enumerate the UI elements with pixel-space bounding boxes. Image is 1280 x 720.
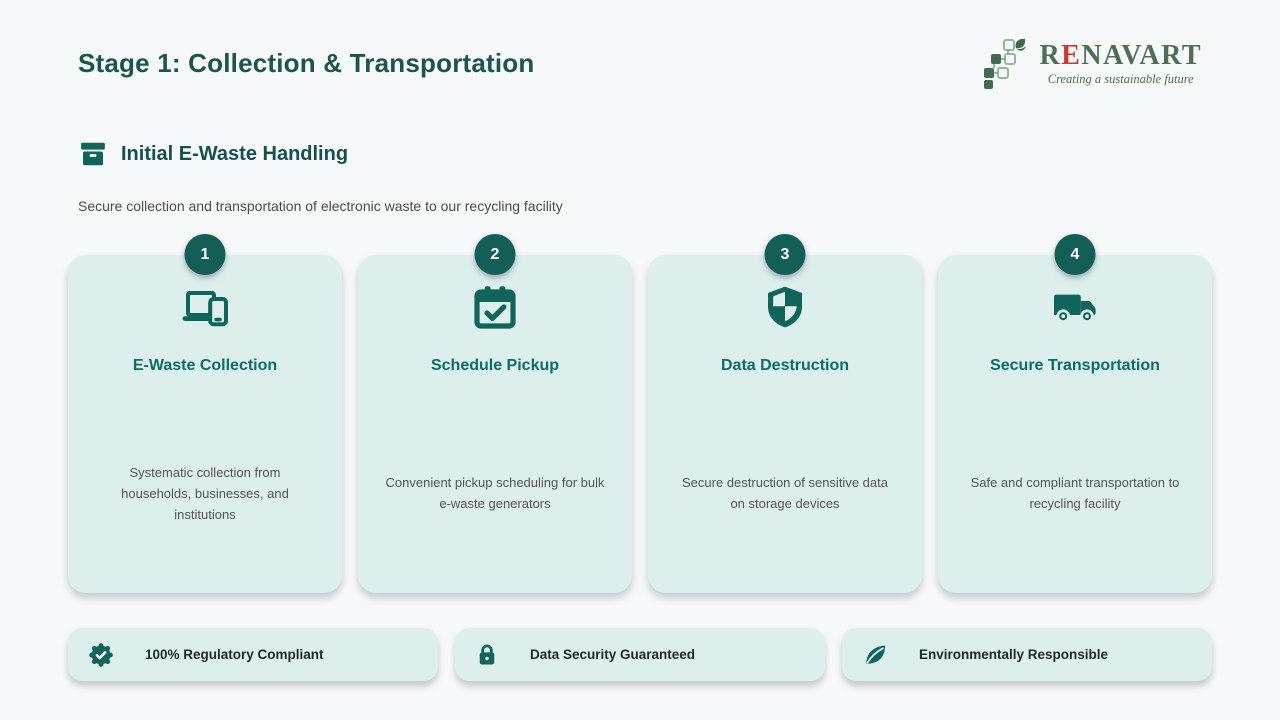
lock-icon	[474, 641, 500, 669]
calendar-check-icon	[358, 283, 632, 331]
step-description: Systematic collection from households, b…	[121, 464, 289, 522]
step-number-badge: 1	[184, 234, 226, 275]
shield-icon	[648, 283, 922, 331]
step-number-badge: 4	[1054, 234, 1096, 275]
step-title: Data Destruction	[720, 357, 850, 374]
section-subtitle: Secure collection and transportation of …	[78, 198, 563, 214]
leaf-icon	[861, 641, 889, 669]
step-title: Secure Transportation	[990, 357, 1160, 374]
truck-icon	[938, 283, 1212, 331]
badge-label: Environmentally Responsible	[919, 647, 1109, 662]
badge-label: 100% Regulatory Compliant	[145, 647, 324, 662]
page-title: Stage 1: Collection & Transportation	[78, 48, 535, 78]
badge-regulatory-compliant: 100% Regulatory Compliant	[68, 628, 438, 681]
badge-environmentally-responsible: Environmentally Responsible	[842, 628, 1212, 681]
step-card-secure-transportation: 4 Secure Transportation Safe and complia…	[938, 234, 1212, 593]
step-title: Schedule Pickup	[430, 357, 560, 374]
brand-logo: RENAVART Creating a sustainable future	[983, 38, 1203, 90]
devices-icon	[68, 283, 342, 331]
step-description: Secure destruction of sensitive data on …	[682, 475, 888, 511]
compliance-badges-row: 100% Regulatory Compliant Data Security …	[68, 628, 1212, 681]
step-card-ewaste-collection: 1 E-Waste Collection Systematic collecti…	[68, 234, 342, 593]
logo-mark-icon	[983, 38, 1031, 90]
section-header: Initial E-Waste Handling	[78, 139, 1212, 169]
step-number-badge: 2	[474, 234, 516, 275]
brand-wordmark: RENAVART	[1039, 39, 1202, 71]
seal-check-icon	[87, 641, 115, 669]
step-card-data-destruction: 3 Data Destruction Secure destruction of…	[648, 234, 922, 593]
brand-tagline: Creating a sustainable future	[1047, 71, 1194, 86]
steps-row: 1 E-Waste Collection Systematic collecti…	[68, 234, 1212, 593]
step-description: Safe and compliant transportation to rec…	[970, 475, 1180, 511]
brand-letter-e: E	[1061, 39, 1082, 71]
step-description: Convenient pickup scheduling for bulk e-…	[385, 475, 605, 511]
badge-data-security: Data Security Guaranteed	[455, 628, 825, 681]
archive-box-icon	[78, 139, 108, 169]
step-number-badge: 3	[764, 234, 806, 275]
step-card-schedule-pickup: 2 Schedule Pickup Convenient pickup sche…	[358, 234, 632, 593]
step-title: E-Waste Collection	[132, 357, 278, 374]
section-title: Initial E-Waste Handling	[121, 142, 349, 165]
badge-label: Data Security Guaranteed	[530, 647, 696, 662]
